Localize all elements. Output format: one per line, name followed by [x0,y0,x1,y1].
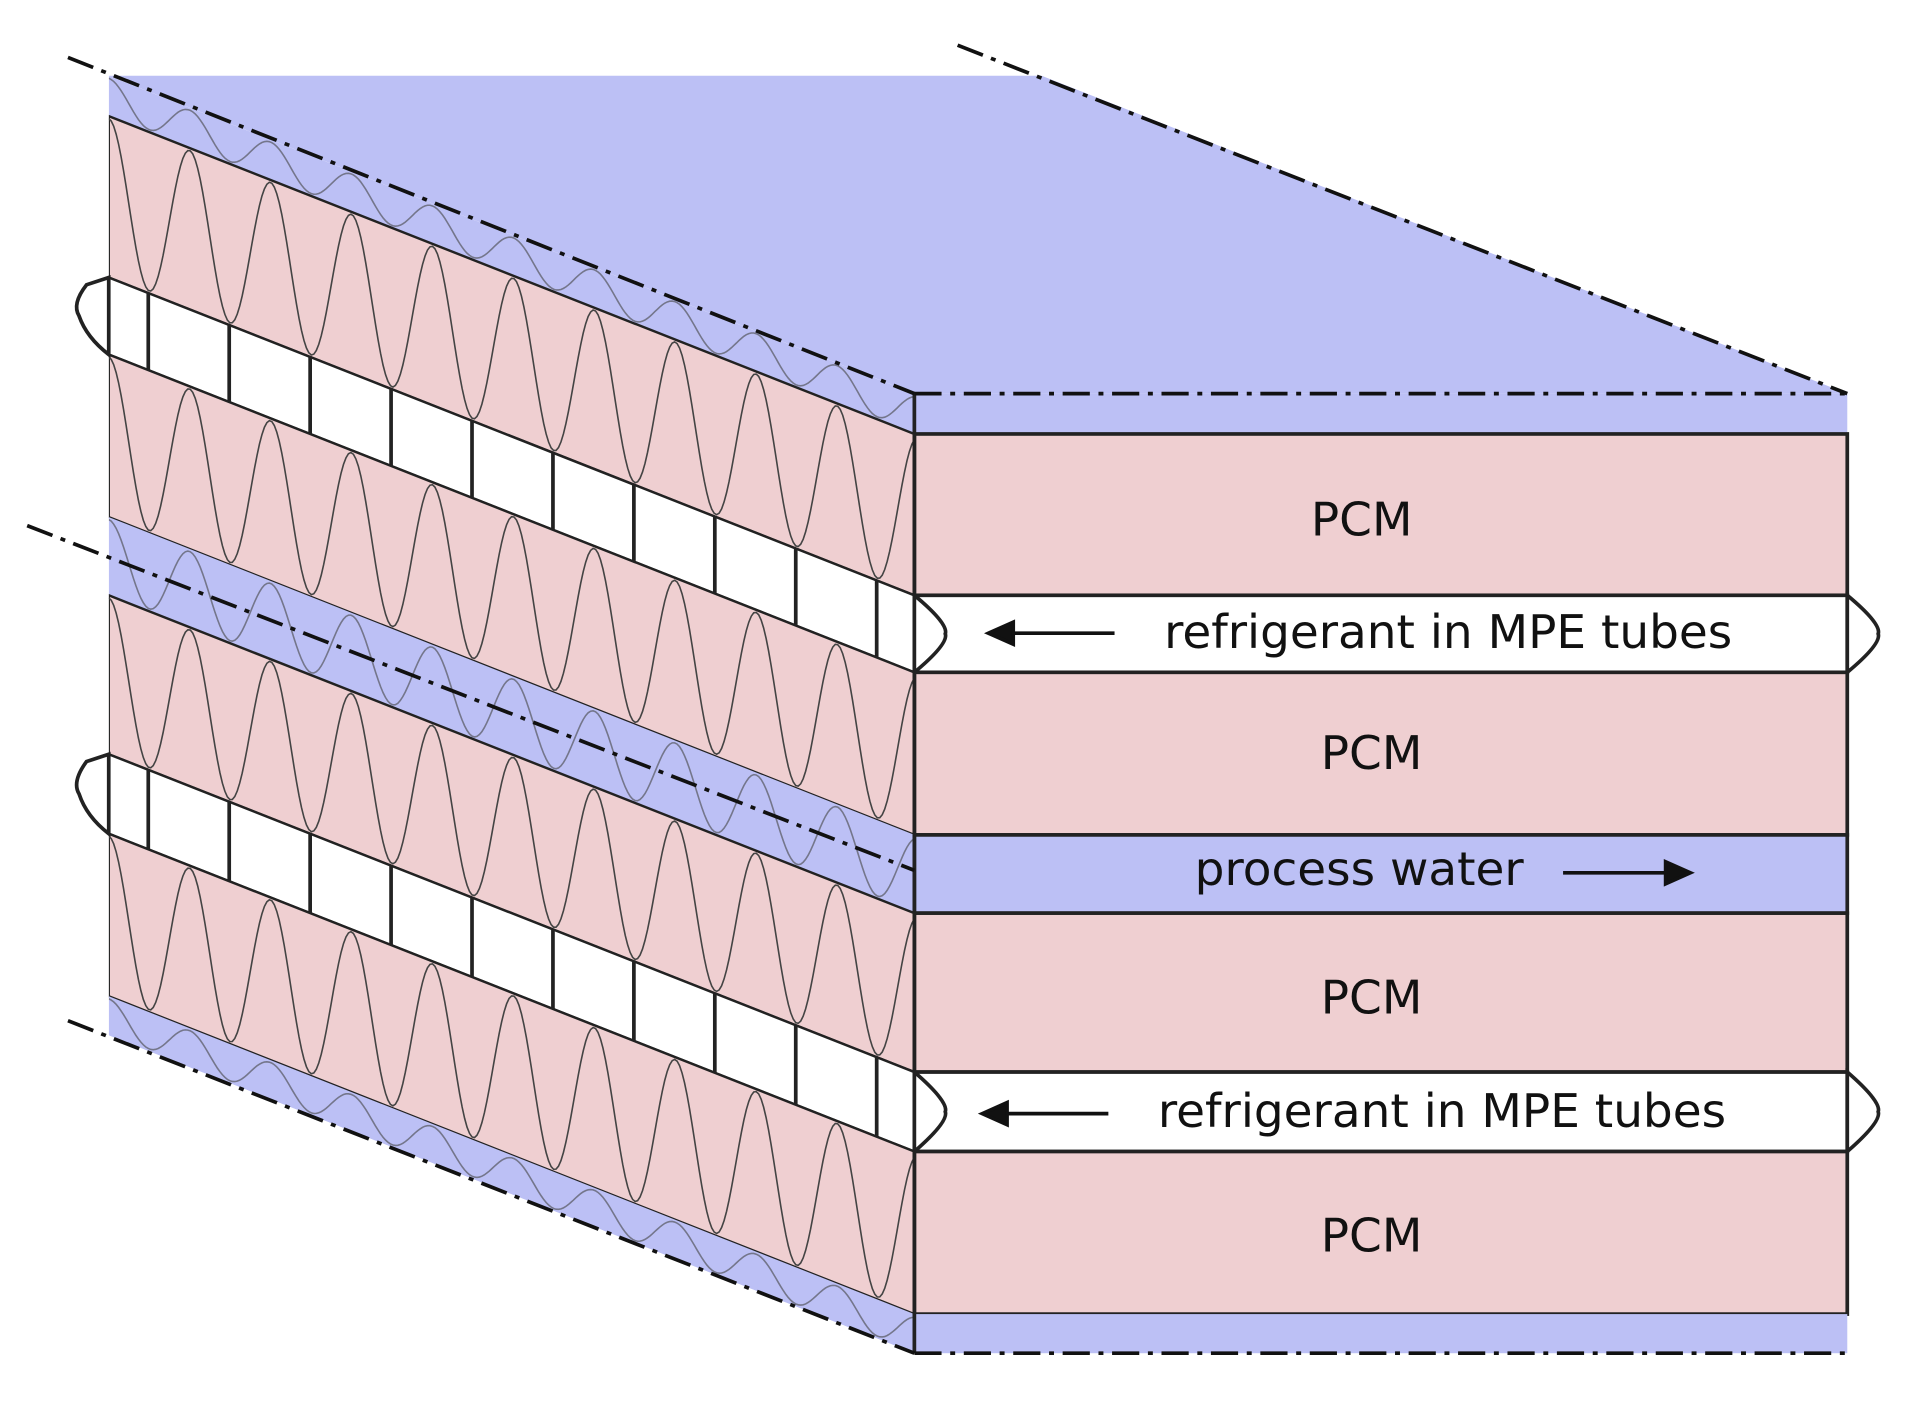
front-band-pcm [912,1149,1850,1316]
fin-wave [108,597,915,1056]
fin-wave [108,835,915,1298]
front-band-water [914,393,1848,434]
front-band-pcm [912,911,1850,1074]
label-refrigerant-2: refrigerant in MPE tubes [1158,1085,1726,1139]
side-band-pcm [108,831,915,1316]
side-band-pcm [108,352,915,837]
label-pcm-4: PCM [1321,1210,1423,1264]
label-process-water: process water [1195,843,1525,897]
side-band-water [108,75,915,434]
fin-wave [108,998,915,1338]
label-pcm-3: PCM [1321,972,1423,1026]
side-band-pcm [108,114,915,598]
dash-dot-line [67,55,916,396]
dash-dot-lines [26,43,1848,1356]
tube-end-cap [1845,1068,1881,1156]
side-band-pcm [108,593,915,1074]
tube-end-cap [74,274,111,359]
flow-arrows [977,619,1695,1128]
top-face [108,75,1848,394]
arrow-left-icon [983,619,1115,648]
tube-end-cap [1845,591,1881,677]
fin-wave [108,118,915,580]
front-band-pcm [912,432,1850,598]
dash-dot-line [26,523,916,873]
side-band-water [108,996,915,1354]
fin-wave [108,77,915,419]
fin-wave [108,356,915,819]
dash-dot-line [956,43,1848,396]
front-band-water [914,1314,1848,1354]
label-pcm-1: PCM [1311,494,1413,548]
tube-end-cap [913,1070,948,1153]
layer-labels: PCM refrigerant in MPE tubes PCM process… [1158,494,1732,1264]
fin-wave [108,518,915,898]
label-refrigerant-1: refrigerant in MPE tubes [1164,606,1732,660]
arrow-left-icon [977,1099,1109,1128]
tube-end-cap [913,593,948,674]
arrow-right-icon [1563,858,1695,887]
tube-end-cap [74,751,111,838]
label-pcm-2: PCM [1321,727,1423,781]
side-face [108,75,915,1354]
dash-dot-line [67,1019,916,1355]
